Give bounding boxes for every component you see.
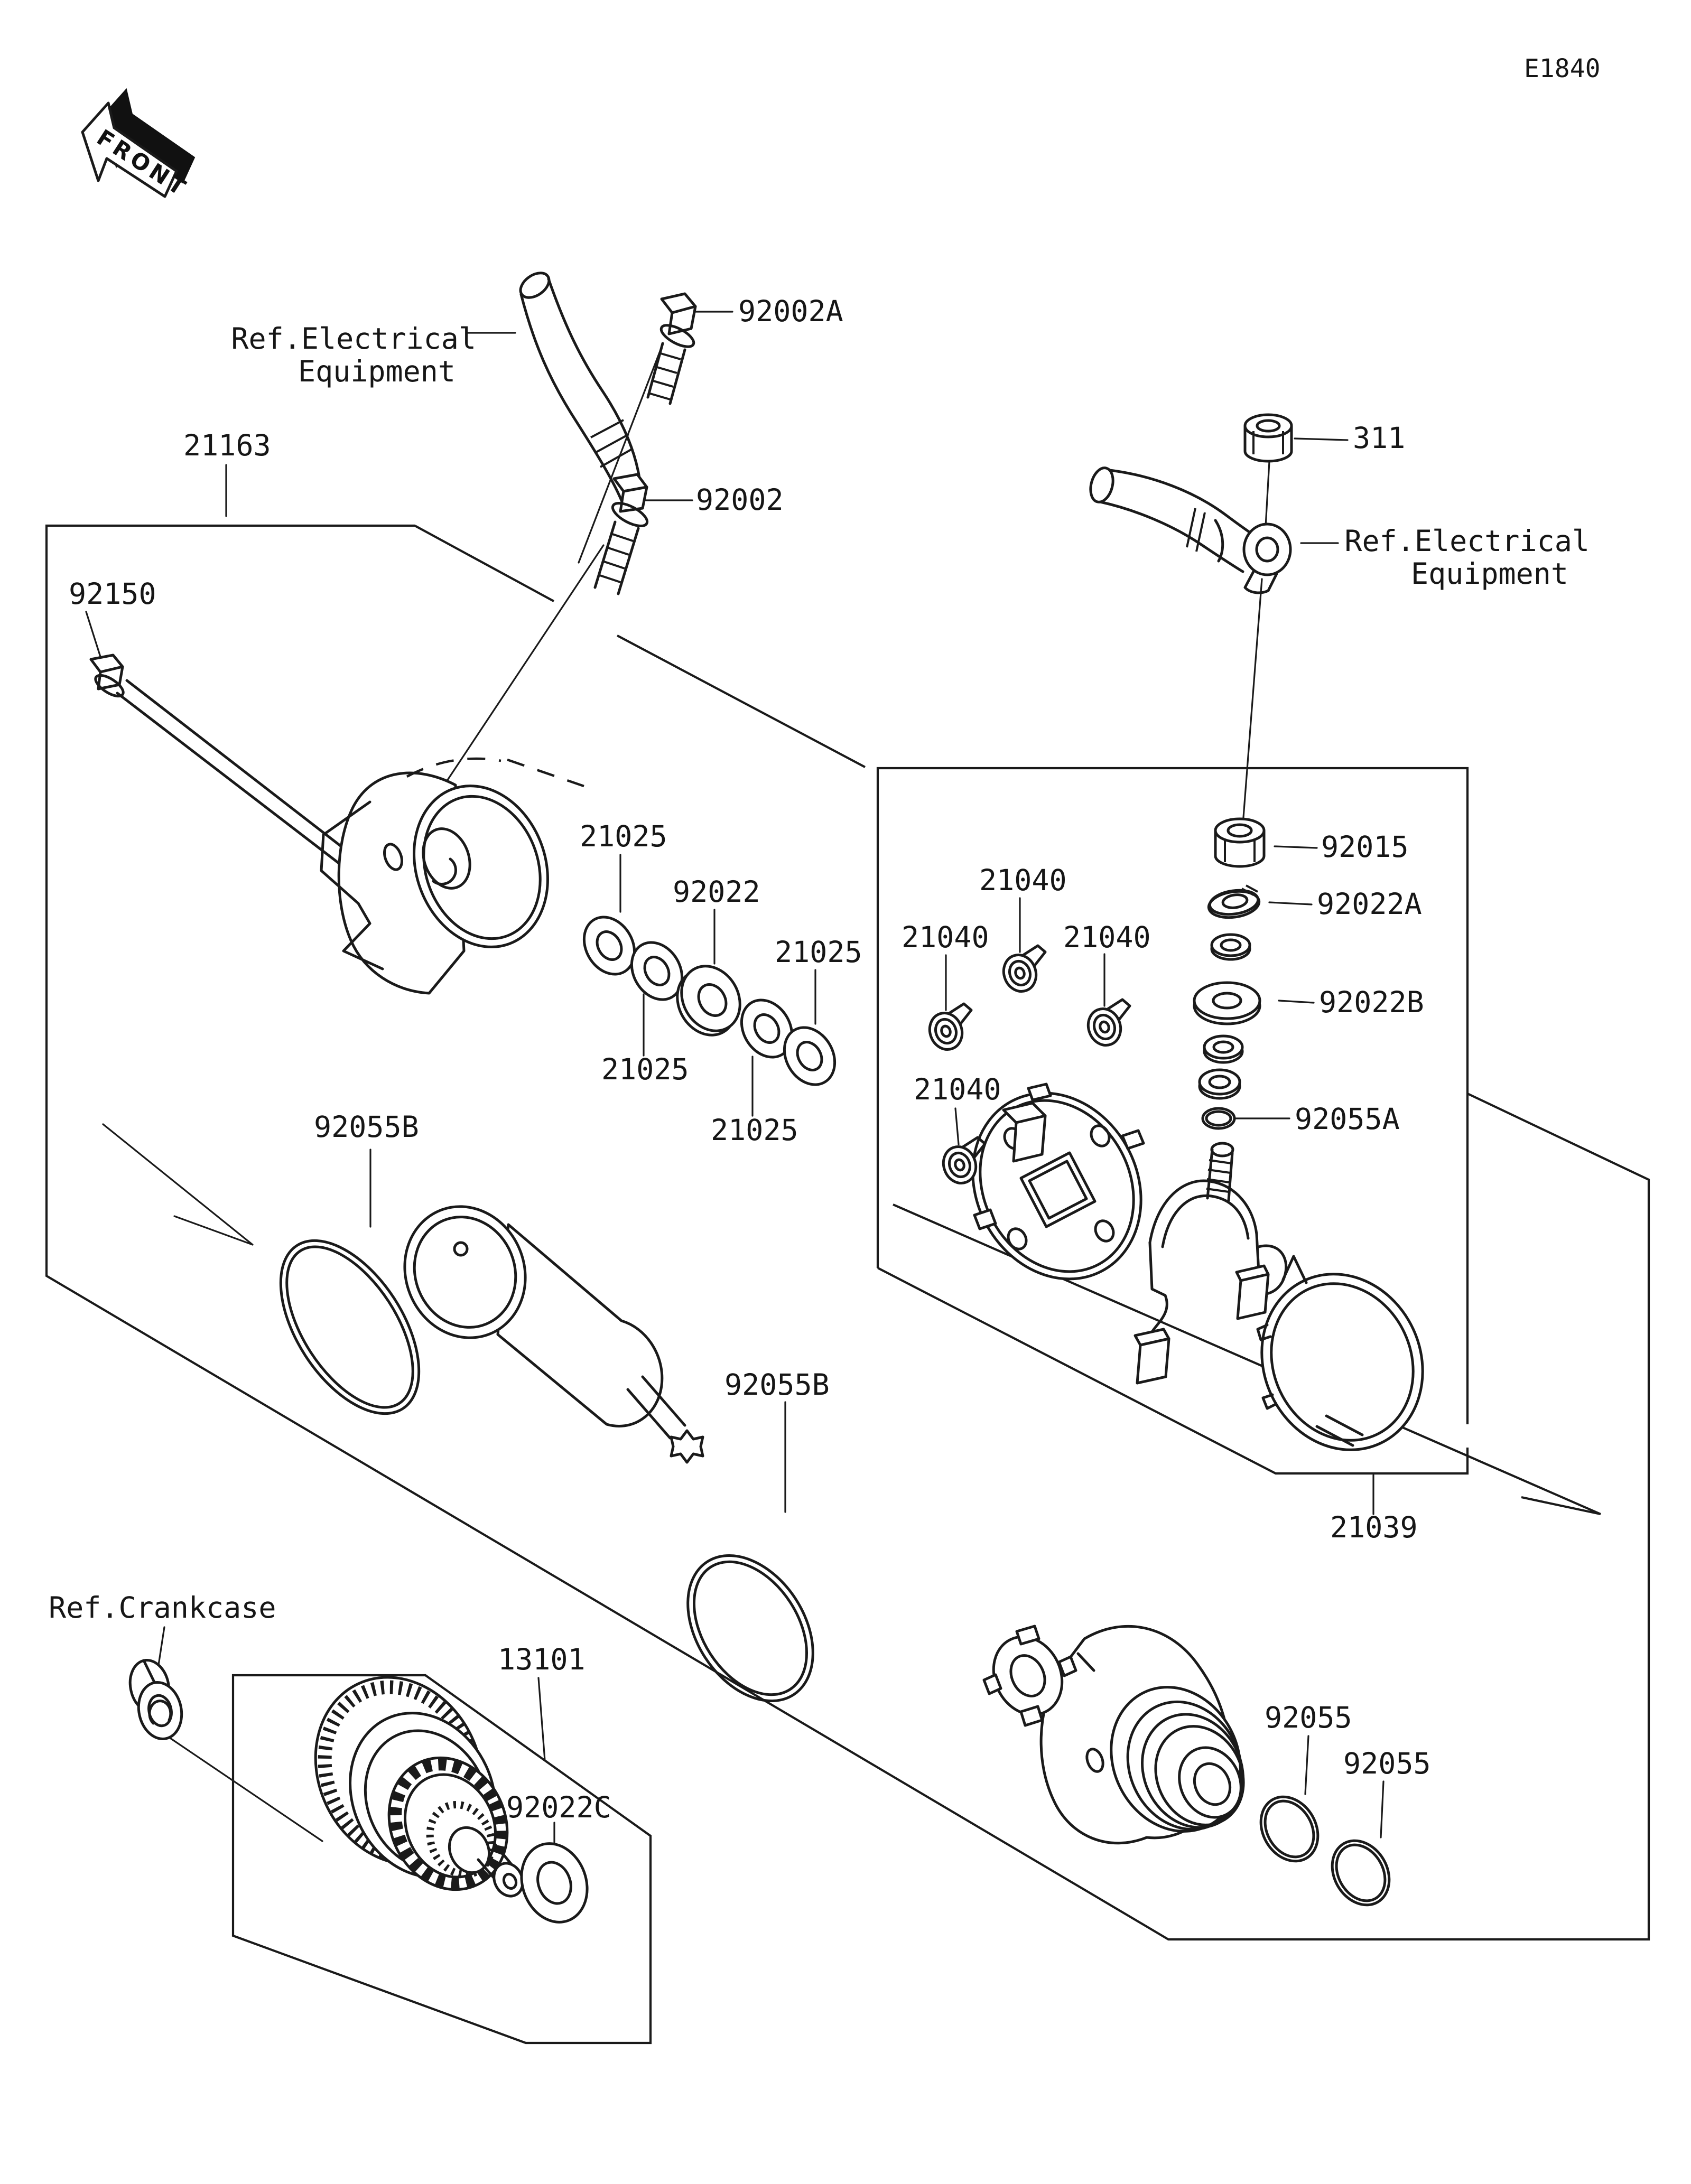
o-ring-92055-1	[1259, 1795, 1320, 1863]
nut-311	[1243, 413, 1293, 463]
electrical-lead-top	[519, 272, 642, 511]
part-label-92055a: 92055A	[1295, 1102, 1400, 1136]
lock-retainer	[982, 1625, 1077, 1727]
washer-21025-1	[582, 916, 636, 976]
washer-92022c	[520, 1842, 589, 1924]
washer-21025-3	[740, 998, 794, 1059]
part-label-92055b-left: 92055B	[314, 1110, 419, 1144]
washer-92022	[676, 965, 741, 1037]
washer-92022b	[1193, 981, 1261, 1025]
figure-code: E1840	[1524, 54, 1601, 83]
armature	[403, 1205, 704, 1464]
front-direction-arrow: FRONT	[81, 88, 196, 202]
o-ring-92055b-left	[279, 1239, 421, 1415]
part-label-13101: 13101	[498, 1642, 586, 1676]
lock-washer-92022a	[1207, 884, 1261, 919]
bolt-92002	[593, 473, 649, 595]
brush-21040-top	[1002, 944, 1047, 993]
ref-electrical-right-1: Ref.Electrical	[1344, 524, 1590, 558]
starter-motor-housing	[320, 757, 584, 995]
brush-holder	[1133, 1142, 1288, 1385]
part-label-92022a: 92022A	[1317, 887, 1422, 921]
part-label-21040-right: 21040	[1063, 920, 1151, 954]
magnet-block	[1002, 1102, 1047, 1163]
brush-21040-left	[928, 1002, 973, 1051]
ref-electrical-right-2: Equipment	[1411, 557, 1568, 591]
part-labels: E1840 Ref.Electrical Equipment 92002A 92…	[49, 54, 1601, 1824]
o-ring-92055b-mid	[686, 1554, 814, 1703]
washer-plain-1	[1210, 933, 1251, 961]
washer-21025-2	[630, 941, 684, 1001]
part-label-92002: 92002	[696, 483, 784, 517]
group-box-21163	[45, 524, 1650, 1941]
nut-92015	[1214, 817, 1266, 868]
part-label-21040-top: 21040	[979, 863, 1067, 897]
ref-electrical-top-1: Ref.Electrical	[231, 322, 476, 356]
part-label-92022: 92022	[673, 875, 760, 909]
part-label-92002a: 92002A	[738, 294, 843, 328]
brush-21040-bottom	[942, 1136, 987, 1184]
group-box-21039	[876, 767, 1469, 1475]
part-label-21025-2: 21025	[775, 935, 862, 969]
part-label-21163: 21163	[183, 428, 271, 462]
yoke-end-ring	[1256, 1255, 1424, 1451]
end-cover	[1039, 1625, 1245, 1845]
part-label-92022b: 92022B	[1319, 985, 1424, 1019]
electrical-lead-right	[1089, 466, 1292, 594]
part-label-21025-1: 21025	[580, 819, 667, 853]
part-label-92022c: 92022C	[506, 1790, 611, 1824]
assembly-arrow-long	[893, 1203, 1601, 1516]
washer-plain-3	[1198, 1068, 1241, 1100]
one-way-clutch	[314, 1676, 524, 1898]
crankcase-bushing	[128, 1659, 183, 1740]
o-ring-92055a	[1201, 1107, 1236, 1130]
leader-lines	[85, 311, 1385, 1861]
brush-21040-right	[1086, 998, 1131, 1047]
part-label-21040-left: 21040	[902, 920, 989, 954]
washer-21025-4	[783, 1026, 837, 1086]
ref-electrical-top-2: Equipment	[298, 354, 456, 388]
part-label-21039: 21039	[1330, 1510, 1418, 1544]
o-ring-92055-2	[1331, 1839, 1391, 1907]
part-label-92055-1: 92055	[1265, 1701, 1352, 1734]
part-label-92015: 92015	[1321, 830, 1409, 864]
part-label-92055b-mid: 92055B	[724, 1368, 830, 1402]
part-label-21025-4: 21025	[711, 1113, 798, 1147]
part-label-21025-3: 21025	[601, 1052, 689, 1086]
part-label-311: 311	[1353, 421, 1405, 455]
ref-crankcase-label: Ref.Crankcase	[49, 1591, 276, 1625]
part-label-92055-2: 92055	[1343, 1747, 1431, 1780]
bolt-92002a	[646, 292, 697, 405]
part-label-21040-bottom: 21040	[914, 1072, 1001, 1106]
washer-plain-2	[1203, 1034, 1244, 1064]
part-label-92150: 92150	[69, 577, 156, 611]
assembly-arrow-small	[102, 1123, 254, 1246]
group-box-13101	[231, 1674, 652, 2045]
